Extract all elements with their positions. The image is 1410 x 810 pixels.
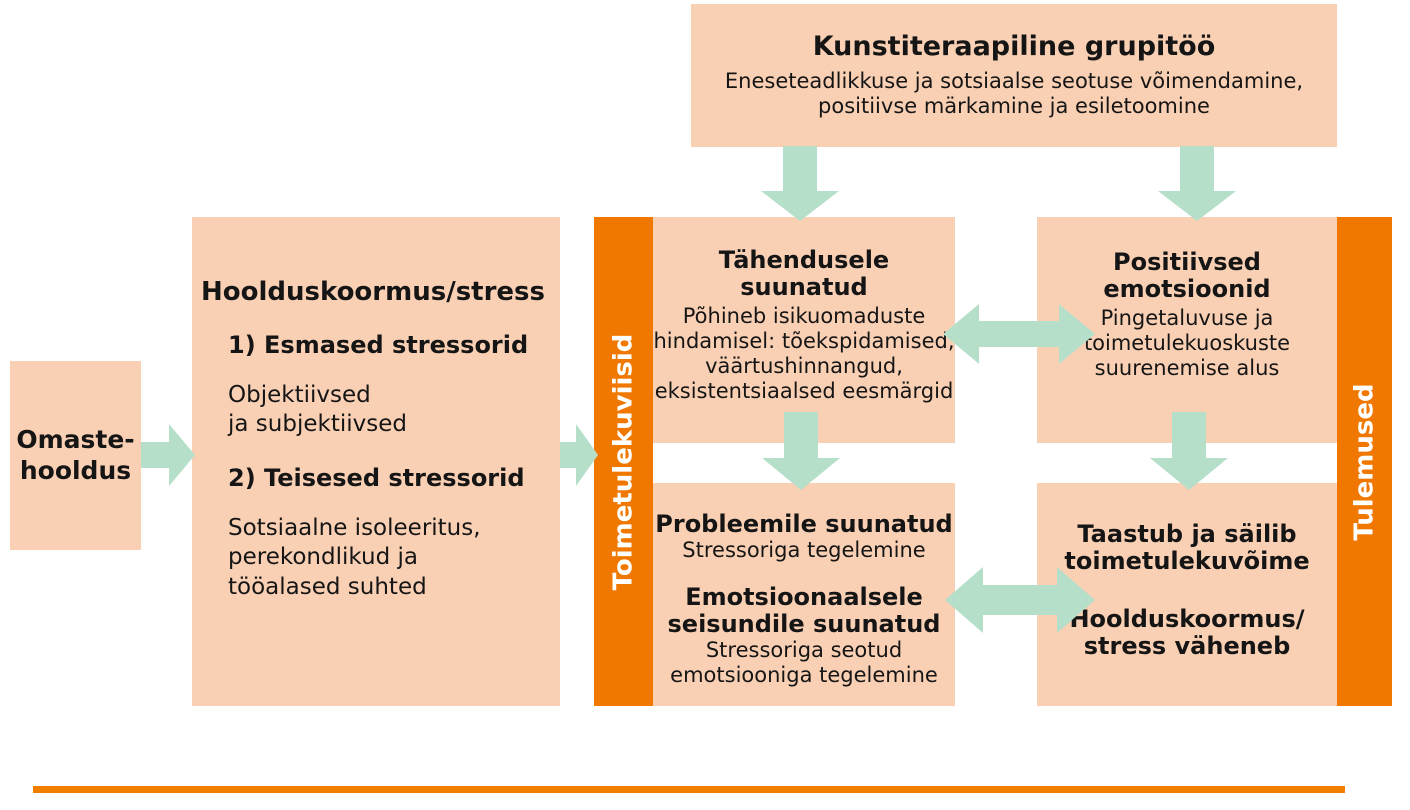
primary-stressors-line1: Objektiivsed [228, 382, 371, 408]
emotion-focused-sub-line2: emotsiooniga tegelemine [670, 663, 938, 688]
care-burden-box: Hoolduskoormus/stress 1) Esmased stresso… [192, 217, 560, 706]
primary-stressors-line2: ja subjektiivsed [228, 411, 407, 438]
group-therapy-line1: Eneseteadlikkuse ja sotsiaalse seotuse v… [724, 68, 1304, 93]
meaning-focused-line2: hindamisel: tõekspidamised, [653, 328, 955, 353]
burden-reduced-line1: Hoolduskoormus/ [1069, 604, 1305, 633]
meaning-focused-line1: Põhineb isikuomaduste [682, 303, 926, 328]
coping-strategies-band: Toimetulekuviisid [594, 217, 653, 706]
meaning-focused-box: Tähendusele suunatud Põhineb isikuomadus… [653, 217, 955, 443]
arrow-meaning-positive [943, 304, 1095, 364]
secondary-stressors-line1: Sotsiaalne isoleeritus, [228, 514, 481, 541]
care-burden-title: Hoolduskoormus/stress [200, 277, 546, 307]
emotion-focused-title-line2: seisundile suunatud [667, 609, 941, 638]
footer-rule [33, 786, 1345, 793]
arrow-grouptherapy-to-positive [1158, 146, 1236, 221]
secondary-stressors-line3: tööalased suhted [228, 573, 427, 600]
secondary-stressors-text: Sotsiaalne isoleeritus, perekondlikud ja… [228, 514, 481, 602]
group-therapy-title: Kunstiteraapiline grupitöö [812, 30, 1216, 62]
primary-stressors-label: 1) Esmased stressorid [228, 331, 529, 359]
positive-emotions-line3: suurenemise alus [1094, 356, 1280, 381]
arrow-problem-recovery [945, 567, 1095, 633]
outcomes-band-label: Tulemused [1349, 382, 1380, 541]
family-care-line2: hooldus [19, 455, 132, 485]
meaning-focused-line3: väärtushinnangud, [705, 354, 903, 379]
coping-strategies-band-label: Toimetulekuviisid [608, 333, 639, 590]
group-therapy-box: Kunstiteraapiline grupitöö Eneseteadlikk… [691, 4, 1337, 147]
positive-emotions-line2: toimetulekuoskuste [1083, 330, 1291, 355]
arrow-burden-to-coping [560, 424, 598, 486]
secondary-stressors-line2: perekondlikud ja [228, 544, 418, 571]
problem-focused-title: Probleemile suunatud [655, 510, 953, 538]
secondary-stressors-label: 2) Teisesed stressorid [228, 463, 525, 492]
positive-emotions-box: Positiivsed emotsioonid Pingetaluvuse ja… [1037, 217, 1337, 443]
family-care-box: Omaste- hooldus [10, 361, 141, 550]
emotion-focused-sub-line1: Stressoriga seotud [705, 638, 903, 663]
emotion-focused-title-line1: Emotsioonaalsele [685, 582, 923, 611]
arrow-grouptherapy-to-meaning [761, 146, 839, 221]
primary-stressors-text: Objektiivsed ja subjektiivsed [228, 381, 407, 440]
group-therapy-line2: positiivse märkamine ja esiletoomine [818, 93, 1210, 118]
burden-reduced-line2: stress väheneb [1083, 632, 1291, 661]
arrow-meaning-to-problem [762, 412, 840, 490]
family-care-line1: Omaste- [16, 425, 135, 454]
meaning-focused-line4: eksistentsiaalsed eesmärgid [654, 379, 954, 404]
meaning-focused-title: Tähendusele suunatud [718, 246, 890, 302]
problem-emotion-focused-box: Probleemile suunatud Stressoriga tegelem… [653, 483, 955, 706]
arrow-omaste-to-burden [141, 424, 195, 486]
outcomes-band: Tulemused [1337, 217, 1392, 706]
recovery-title-line1: Taastub ja säilib [1077, 520, 1297, 548]
recovery-title-line2: toimetulekuvõime [1064, 547, 1310, 576]
positive-emotions-line1: Pingetaluvuse ja [1100, 305, 1274, 330]
problem-focused-sub: Stressoriga tegelemine [682, 538, 926, 563]
arrow-positive-to-recovery [1150, 412, 1228, 490]
recovery-outcomes-box: Taastub ja säilib toimetulekuvõime Hoold… [1037, 483, 1337, 706]
positive-emotions-title: Positiivsed emotsioonid [1103, 248, 1271, 304]
